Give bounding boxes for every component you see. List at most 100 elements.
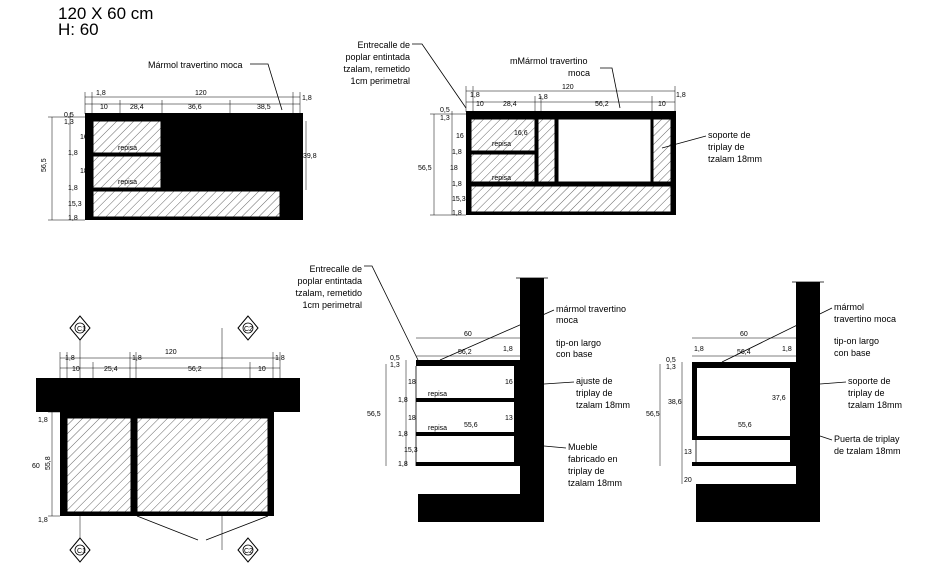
note-line: moca	[556, 315, 578, 325]
note-line: Puerta de triplay	[834, 434, 900, 444]
dim-label: 1,8	[68, 150, 78, 157]
entrecalle-leader	[412, 43, 467, 109]
dim-label: 25,4	[104, 366, 118, 373]
note-line: tzalam 18mm	[568, 478, 622, 488]
dim-label: 56,2	[458, 349, 472, 356]
dim-label: 13	[684, 449, 692, 456]
dim-label: 1,8	[470, 92, 480, 99]
view2-divider	[537, 118, 556, 183]
view2-open-bay	[557, 118, 652, 183]
section2-support	[790, 368, 796, 466]
dim-label: 60	[464, 331, 472, 338]
note-line: tzalam 18mm	[576, 400, 630, 410]
note-line: 1cm perimetral	[350, 76, 410, 86]
dim-label: 56,4	[737, 349, 751, 356]
note-line: Entrecalle de	[357, 40, 410, 50]
dim-label: 1,8	[452, 181, 462, 188]
note-line: tip-on largo	[556, 338, 601, 348]
dim-label: 16,6	[514, 130, 528, 137]
dim-label: 1,3	[666, 364, 676, 371]
dim-label: 16	[505, 379, 513, 386]
dim-label: 1,8	[38, 417, 48, 424]
dim-label: 37,6	[772, 395, 786, 402]
section1-shelf	[416, 398, 520, 402]
section1-floor	[418, 494, 544, 522]
dim-label: 55,8	[45, 456, 52, 470]
dim-label: 18	[450, 165, 458, 172]
dim-label: 56,2	[595, 101, 609, 108]
dim-label: 1,8	[782, 346, 792, 353]
marble-leader	[600, 67, 621, 109]
note-line: soporte de	[708, 130, 751, 140]
dim-label: 1,8	[65, 355, 75, 362]
note-line: mMármol travertino	[510, 56, 588, 66]
note-line: de tzalam 18mm	[834, 446, 901, 456]
view2-elevation: Entrecalle de poplar entintada tzalam, r…	[343, 40, 762, 217]
dim-label: 36,6	[188, 104, 202, 111]
section2-door	[692, 368, 697, 438]
svg-text:C1: C1	[77, 548, 86, 555]
dim-label: 56,5	[418, 165, 432, 172]
note-line: tip-on largo	[834, 336, 879, 346]
dim-label: 56,5	[367, 411, 381, 418]
note-line: triplay de	[848, 388, 885, 398]
section2-marble	[692, 362, 796, 368]
header-height: H: 60	[58, 20, 99, 39]
dim-label: 1,8	[694, 346, 704, 353]
dim-label: 0,5	[666, 357, 676, 364]
section1-shelf	[416, 432, 520, 436]
dim-label: 1,8	[503, 346, 513, 353]
note-line: travertino moca	[834, 314, 896, 324]
dim-label: 1,8	[275, 355, 285, 362]
dim-label: 60	[740, 331, 748, 338]
view2-support-panel	[652, 118, 672, 183]
dim-label: 16	[456, 133, 464, 140]
note-line: mármol	[834, 302, 864, 312]
section2-shelf	[692, 436, 796, 440]
dim-label: 1,8	[398, 461, 408, 468]
view1-drawer-bottom	[92, 190, 281, 218]
dim-label: 1,8	[398, 397, 408, 404]
note-line: con base	[834, 348, 871, 358]
dim-label: 1,8	[68, 215, 78, 222]
dim-label: 1,3	[64, 119, 74, 126]
view1-shelf-top	[92, 120, 162, 154]
note-line: tzalam, remetido	[343, 64, 410, 74]
section2-wall	[796, 282, 820, 522]
view3-door-left	[66, 417, 132, 513]
section2: 60 1,8 56,4 1,8 0,5 1,3 13 20 56,5 38,6 …	[646, 281, 902, 522]
view2-shelf-top	[470, 118, 536, 152]
note-line: triplay de	[576, 388, 613, 398]
note-line: triplay de	[708, 142, 745, 152]
dim-label: 38,5	[257, 104, 271, 111]
note-line: tzalam 18mm	[708, 154, 762, 164]
section1-wall	[520, 278, 544, 522]
view3-plan: 1,8 1,8 120 1,8 10 25,4 56,2 10 1,8 1,8 …	[32, 315, 300, 563]
dim-label: 10	[658, 101, 666, 108]
view1-elevation: Mármol travertino moca 1,8 120 1,8 10 28…	[41, 60, 317, 222]
section-marker-c2-top: C2	[221, 315, 259, 380]
section-marker-c2-bottom: C2	[221, 516, 259, 563]
repisa-label: repisa	[428, 425, 447, 432]
note-line: mármol travertino	[556, 304, 626, 314]
repisa-label: repisa	[118, 145, 137, 152]
dim-label: 39,8	[303, 153, 317, 160]
section1-base	[416, 462, 520, 466]
header-size: 120 X 60 cm	[58, 4, 153, 23]
note-line: ajuste de	[576, 376, 613, 386]
dim-label: 120	[195, 90, 207, 97]
dim-label: 18	[80, 168, 88, 175]
dim-label: 56,2	[188, 366, 202, 373]
dim-label: 16	[80, 134, 88, 141]
dim-label: 1,8	[302, 95, 312, 102]
dim-label: 28,4	[130, 104, 144, 111]
entrecalle-leader	[364, 265, 419, 361]
dim-label: 1,8	[676, 92, 686, 99]
dim-label: 20	[684, 477, 692, 484]
note-line: soporte de	[848, 376, 891, 386]
dim-label: 1,3	[440, 115, 450, 122]
note-line: fabricado en	[568, 454, 618, 464]
section-marker-c1-bottom: C1	[69, 516, 91, 563]
dim-label: 1,8	[96, 90, 106, 97]
note-line: tzalam, remetido	[295, 288, 362, 298]
